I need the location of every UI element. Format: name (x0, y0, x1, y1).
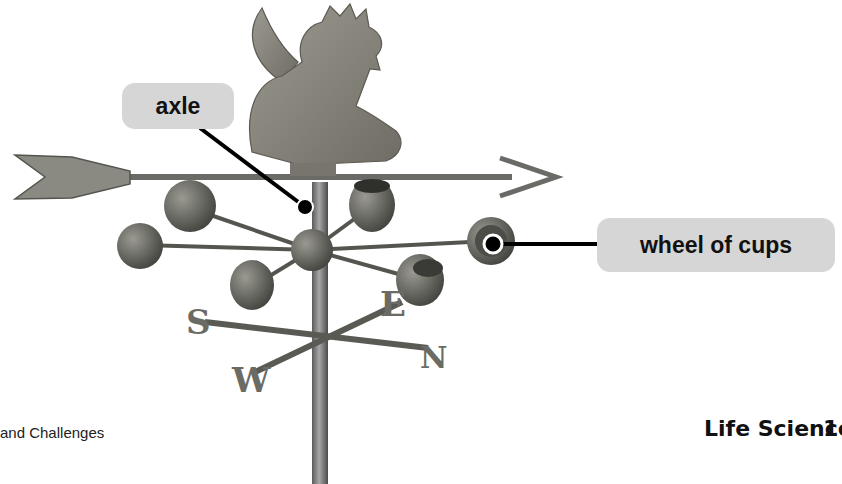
callout-box: axle (122, 83, 234, 129)
hub (291, 229, 333, 271)
compass-letter: N (420, 340, 447, 375)
rooster-base (290, 163, 336, 176)
callout-label: axle (156, 93, 201, 120)
compass-letter: W (232, 360, 270, 400)
compass-letter: E (380, 284, 406, 324)
leader-line (493, 242, 598, 246)
compass-letter: S (186, 302, 211, 342)
leader-dot (297, 199, 313, 215)
leader-line (200, 128, 305, 207)
arrow-tail (15, 155, 130, 199)
rooster (250, 4, 401, 165)
leader-dot (484, 235, 502, 253)
footer-section: Life Science (704, 416, 842, 441)
callout-label: wheel of cups (640, 232, 792, 259)
callout-box: wheel of cups (597, 218, 835, 272)
page-number: 1 (823, 416, 838, 441)
cups (117, 178, 515, 310)
footer-text: and Challenges (0, 424, 104, 441)
arrow-head (500, 158, 556, 196)
